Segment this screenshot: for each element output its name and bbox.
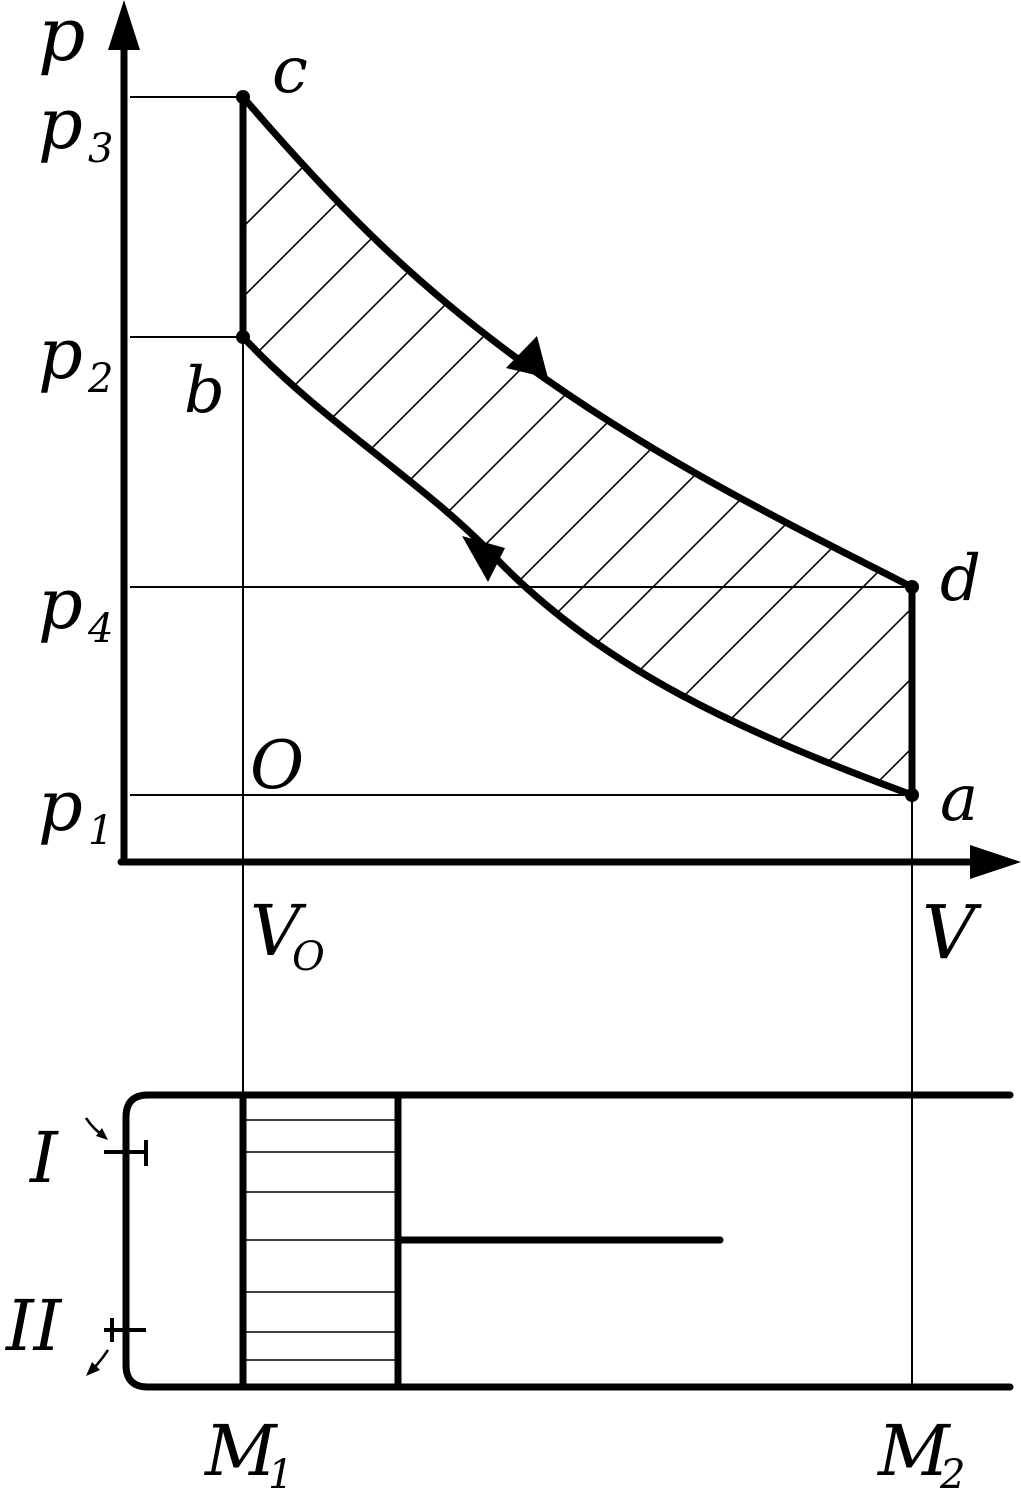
axes [108, 0, 1021, 879]
svg-text:p: p [38, 563, 83, 645]
point-a-label: a [940, 762, 978, 836]
svg-text:p: p [38, 83, 83, 165]
svg-text:p: p [38, 313, 83, 395]
svg-text:O: O [292, 934, 325, 980]
m2-label: M 2 [876, 1410, 965, 1493]
cycle [236, 90, 919, 802]
guide-lines [130, 96, 913, 1390]
valve-in-label: I [28, 1117, 59, 1199]
svg-text:2: 2 [939, 1452, 965, 1493]
v-axis-arrowhead [970, 845, 1021, 879]
svg-text:2: 2 [87, 356, 113, 402]
svg-text:M: M [876, 1410, 952, 1492]
svg-text:1: 1 [88, 808, 113, 854]
v0-label: V O [250, 890, 325, 980]
work-area-hatching [243, 97, 912, 795]
valve-out-label: II [4, 1285, 63, 1367]
svg-text:p: p [38, 765, 83, 847]
point-a-dot [905, 788, 919, 802]
p-axis-arrowhead [108, 0, 140, 50]
point-b-label: b [184, 354, 225, 428]
point-b-dot [236, 330, 250, 344]
m1-label: M 1 [203, 1410, 293, 1493]
svg-text:4: 4 [87, 606, 113, 652]
adiabat-cd [239, 93, 916, 591]
svg-text:V: V [250, 890, 307, 972]
arrow-compression [462, 536, 505, 582]
p1-label: p 1 [38, 765, 113, 854]
point-d-label: d [940, 542, 981, 616]
cylinder [84, 1091, 1014, 1391]
intake-valve [84, 1117, 148, 1166]
p4-label: p 4 [38, 563, 113, 652]
point-c-label: c [272, 34, 308, 108]
exhaust-valve [86, 1318, 146, 1376]
point-d-dot [905, 580, 919, 594]
adiabat-ab [239, 333, 916, 799]
v-axis-label: V [922, 890, 982, 976]
origin-label: O [250, 727, 304, 804]
cylinder-wall [122, 1091, 1014, 1391]
p2-label: p 2 [38, 313, 113, 402]
svg-text:M: M [203, 1410, 279, 1492]
arrow-expansion [506, 336, 548, 378]
p-axis-label: p [38, 0, 85, 78]
svg-text:1: 1 [268, 1452, 293, 1493]
svg-text:3: 3 [88, 126, 113, 172]
piston-hatching [243, 1119, 398, 1361]
p3-label: p 3 [38, 83, 113, 172]
point-c-dot [236, 90, 250, 104]
